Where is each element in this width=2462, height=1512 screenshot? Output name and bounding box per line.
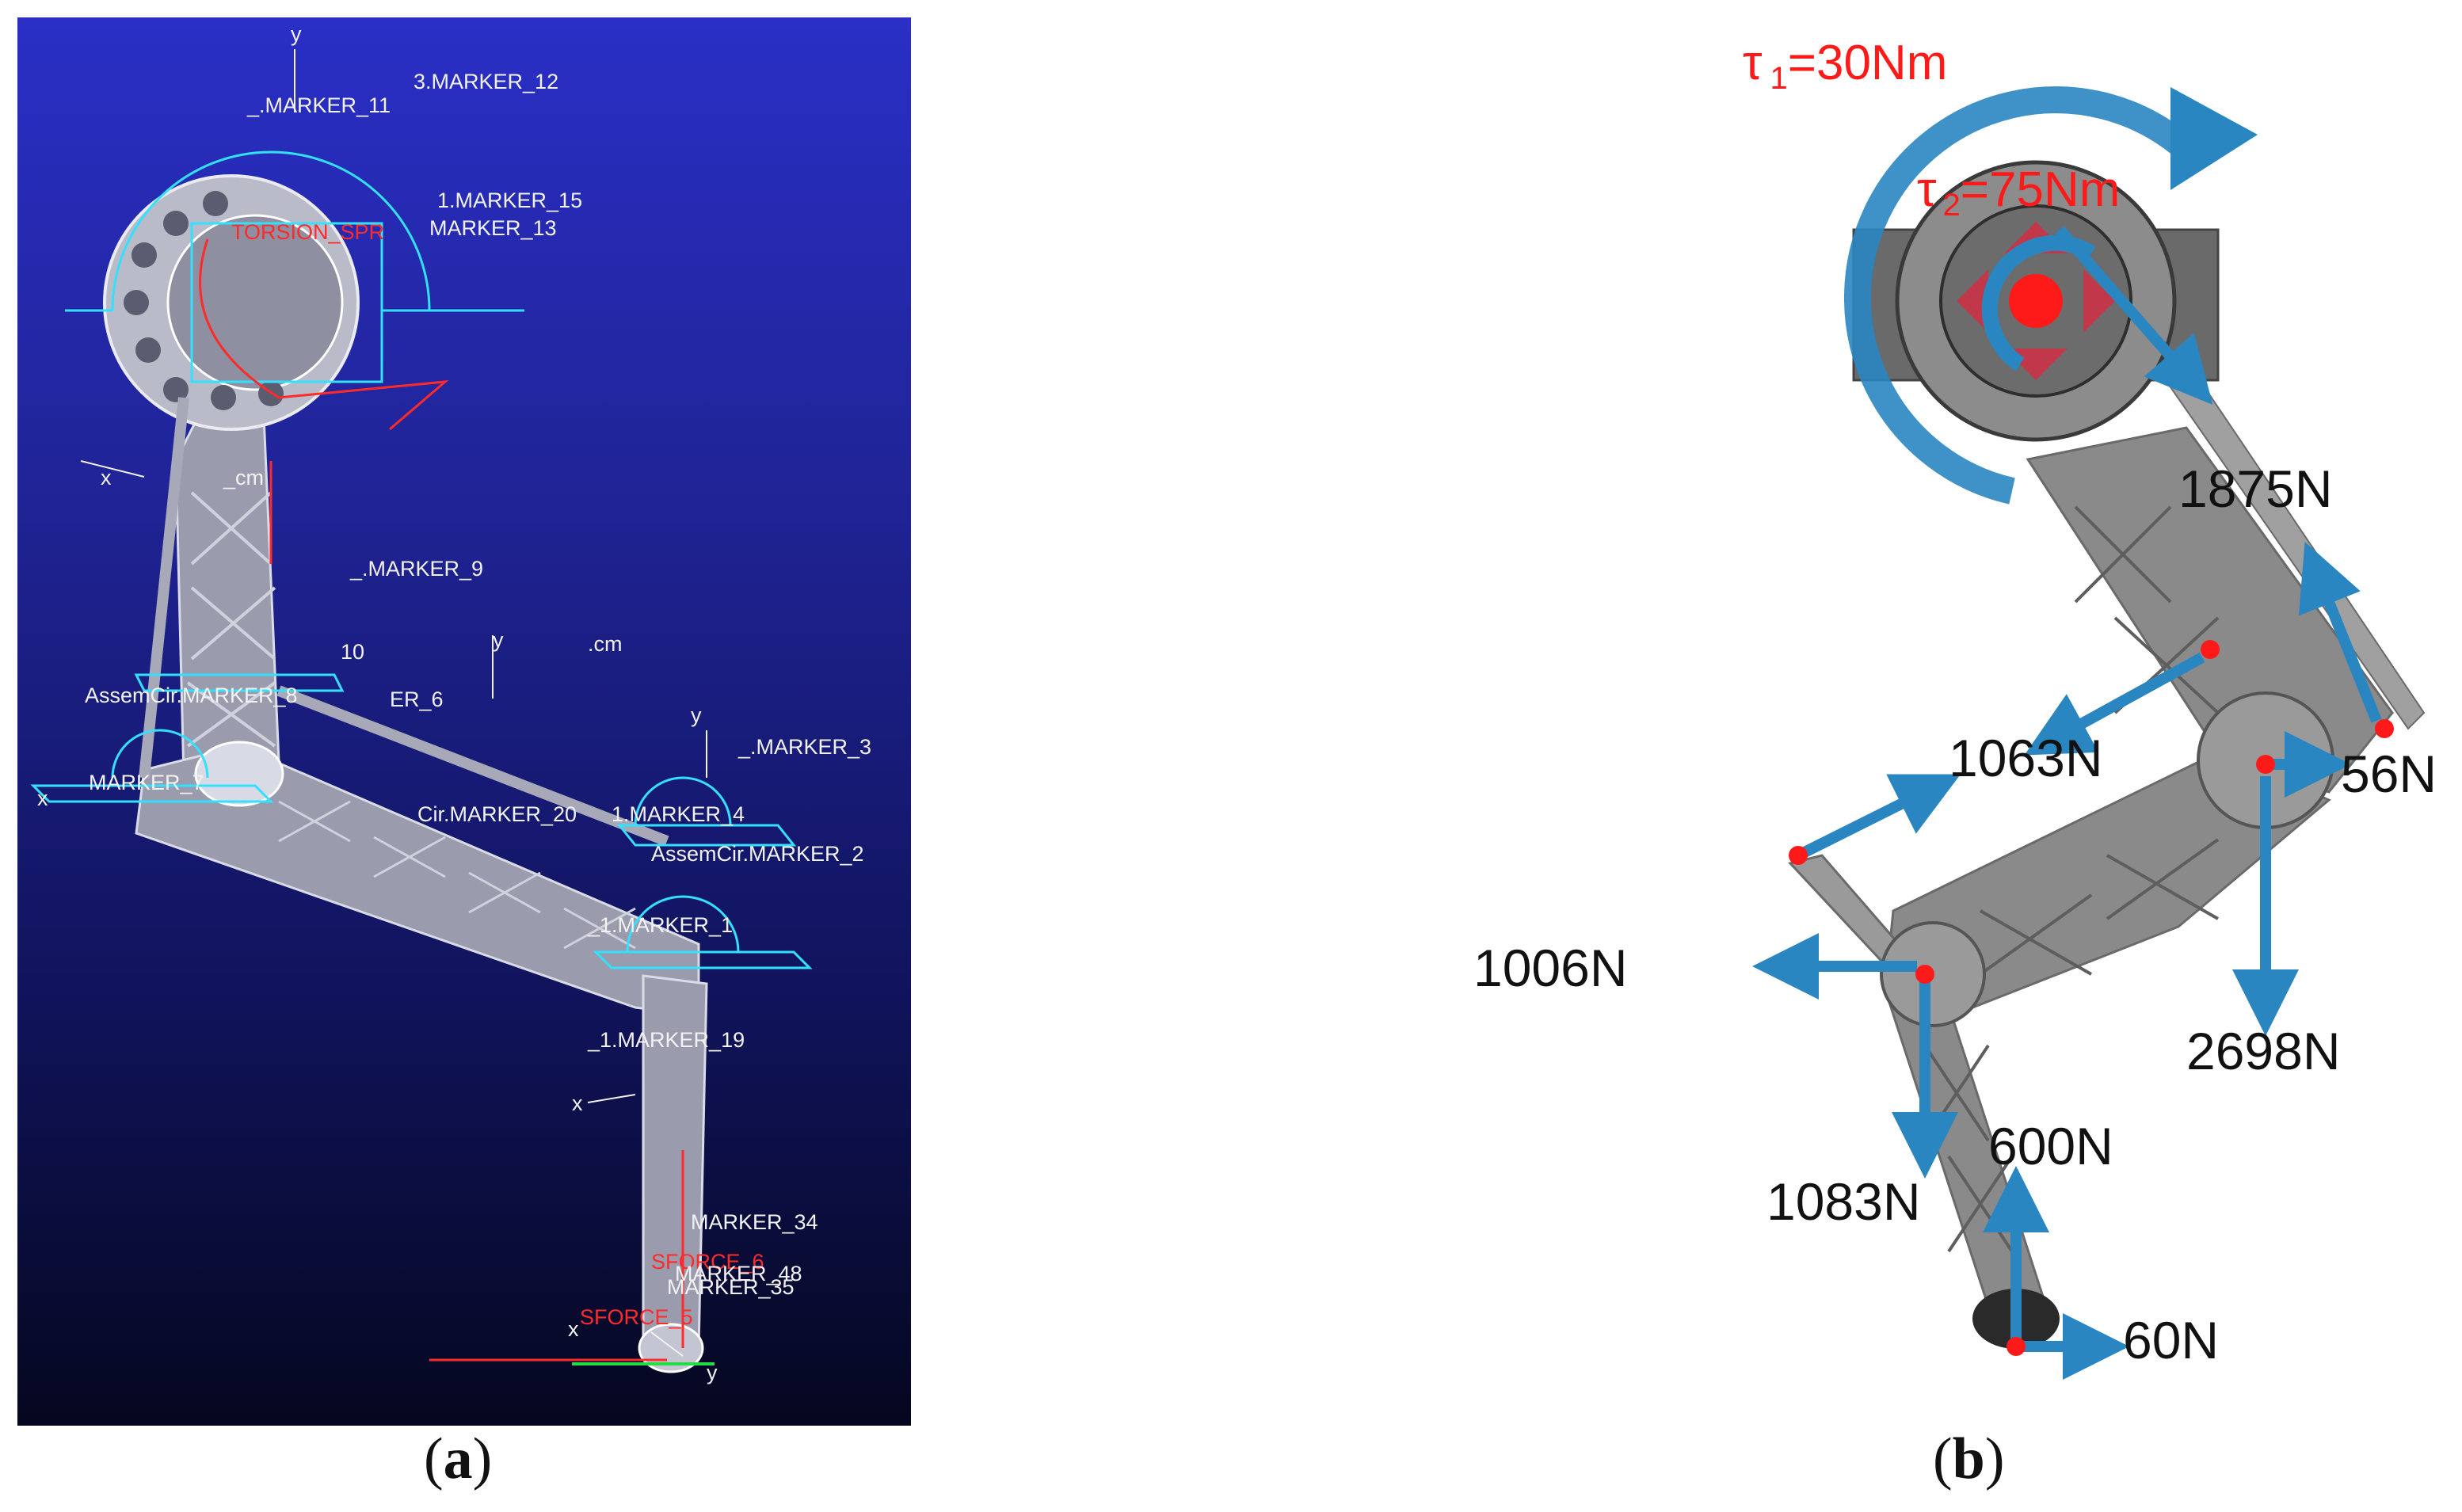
push-rod-2: [276, 685, 669, 847]
torque-tau2-arrow: [1981, 234, 2096, 371]
axis-x-label: x: [37, 786, 48, 810]
sforce-5-label: SFORCE_5: [580, 1305, 693, 1329]
marker-label-13: MARKER_13: [429, 216, 557, 240]
sforce-6-label: SFORCE_6: [651, 1250, 764, 1274]
marker-label-19: _1.MARKER_19: [587, 1028, 745, 1052]
marker-label-7: MARKER_7: [89, 771, 204, 794]
force-label-1083: 1083N: [1766, 1172, 1921, 1231]
hip-axis-point: [2009, 274, 2063, 328]
simulation-view-panel: 3.MARKER_12 _.MARKER_11 1.MARKER_15 MARK…: [17, 17, 911, 1426]
marker-label-9: _.MARKER_9: [349, 557, 483, 581]
thigh-link: [2026, 426, 2394, 794]
axis-x-label: x: [572, 1091, 583, 1115]
force-label-56: 56N: [2341, 745, 2437, 803]
marker-label-35: MARKER_35: [667, 1275, 795, 1299]
marker-label-20: Cir.MARKER_20: [417, 802, 577, 826]
marker-label-10: 10: [341, 640, 364, 664]
marker-label-15: 1.MARKER_15: [437, 189, 582, 212]
axis-y-label: y: [707, 1361, 718, 1384]
marker-label-6: ER_6: [390, 687, 444, 711]
marker-label-12: 3.MARKER_12: [414, 70, 558, 93]
axis-y-label: y: [291, 22, 302, 46]
marker-label-34: MARKER_34: [691, 1210, 818, 1234]
assem-marker-8-label: AssemCir.MARKER_8: [85, 684, 298, 707]
push-rod-1: [139, 397, 189, 779]
torque-tau1-arrowhead: [2170, 87, 2258, 190]
caption-b: (b): [1933, 1426, 2005, 1491]
knee-joint: [194, 741, 284, 807]
marker-glyphs: [30, 150, 813, 969]
caption-a: (a): [424, 1426, 493, 1491]
spring-lines: [199, 238, 684, 1362]
force-label-60: 60N: [2123, 1311, 2219, 1369]
cm-label-1: _cm: [223, 466, 264, 489]
thigh-link: [174, 396, 280, 779]
torque-tau1-arrow: [1843, 86, 2187, 505]
truss-pattern: [1923, 505, 2220, 1253]
cm-label-2: .cm: [588, 632, 623, 656]
axis-x-label: x: [568, 1317, 579, 1341]
torsion-spring-label: TORSION_SPR: [231, 220, 384, 244]
force-label-2698: 2698N: [2186, 1022, 2341, 1080]
force-points: [1789, 640, 2394, 1356]
assem-marker-2-label: AssemCir.MARKER_2: [651, 842, 864, 866]
force-label-600: 600N: [1988, 1117, 2113, 1175]
marker-label-3: _.MARKER_3: [737, 735, 871, 759]
hip-motor-face: [166, 214, 344, 391]
axis-x-label: x: [101, 466, 112, 489]
marker-label-4: 1.MARKER_4: [612, 802, 745, 826]
axis-triads: [80, 49, 707, 1357]
thigh-truss: [186, 491, 276, 748]
shank-truss: [278, 800, 636, 950]
axis-y-label: y: [691, 703, 702, 727]
marker-label-11: _.MARKER_11: [246, 93, 391, 117]
force-arrows: [1752, 226, 2382, 1380]
force-label-1875: 1875N: [2178, 459, 2333, 518]
marker-label-48: MARKER_48: [675, 1262, 802, 1285]
simulation-model: 3.MARKER_12 _.MARKER_11 1.MARKER_15 MARK…: [30, 22, 871, 1384]
marker-label-1: _1.MARKER_1: [587, 913, 733, 937]
force-label-1063: 1063N: [1949, 729, 2103, 787]
force-label-1006: 1006N: [1473, 939, 1628, 997]
axis-y-label: y: [493, 628, 504, 652]
